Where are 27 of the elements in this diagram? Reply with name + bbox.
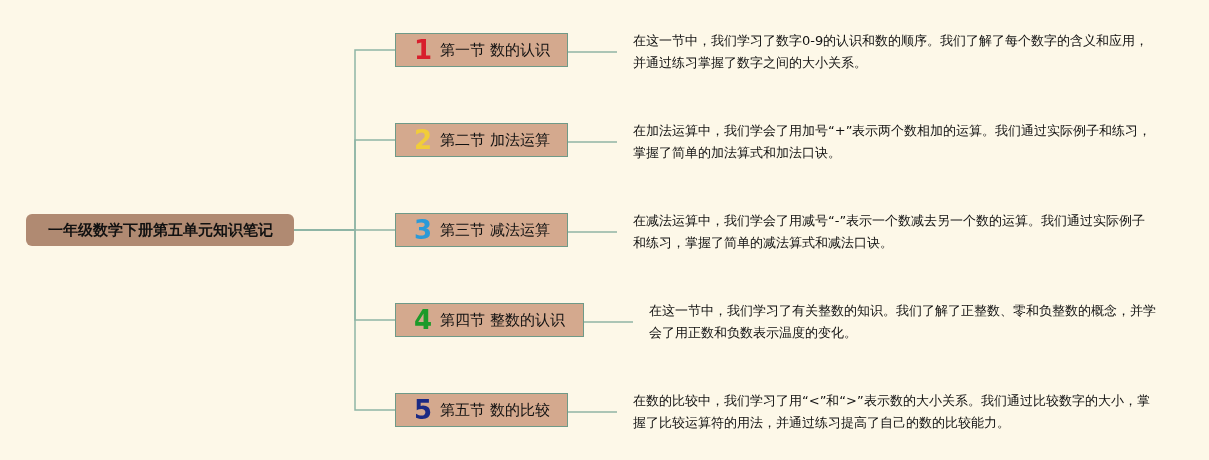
section-box: [395, 123, 568, 157]
connector-line: [567, 51, 618, 53]
section-title: 第四节 整数的认识: [440, 310, 565, 330]
note-text: 在减法运算中，我们学会了用减号“-”表示一个数减去另一个数的运算。我们通过实际例子和练习，掌握了简单的减法算式和减法口诀。: [633, 210, 1153, 254]
section-box: [395, 393, 568, 427]
section-title: 第一节 数的认识: [440, 40, 550, 60]
note-text: 在加法运算中，我们学会了用加号“+”表示两个数相加的运算。我们通过实际例子和练习，掌握了简单的加法算式和加法口诀。: [633, 120, 1153, 164]
section-title: 第三节 减法运算: [440, 220, 550, 240]
connector-line: [583, 321, 634, 323]
section-number: 2: [414, 127, 433, 153]
section-title: 第五节 数的比较: [440, 400, 550, 420]
note-text: 在数的比较中，我们学习了用“<”和“>”表示数的大小关系。我们通过比较数字的大小，掌握了比较运算符的用法，并通过练习提高了自己的数的比较能力。: [633, 390, 1153, 434]
connector-line: [293, 229, 396, 411]
section-box: [395, 33, 568, 67]
section-title: 第二节 加法运算: [440, 130, 550, 150]
section-box: [395, 213, 568, 247]
connector-line: [567, 411, 618, 413]
note-text: 在这一节中，我们学习了数字0-9的认识和数的顺序。我们了解了每个数字的含义和应用，并通过练习掌握了数字之间的大小关系。: [633, 30, 1153, 74]
section-box: [395, 303, 584, 337]
topic-box: 一年级数学下册第五单元知识笔记: [26, 214, 294, 246]
connector-line: [567, 141, 618, 143]
section-number: 5: [414, 397, 433, 423]
note-text: 在这一节中，我们学习了有关整数的知识。我们了解了正整数、零和负整数的概念，并学会了用正数和负数表示温度的变化。: [649, 300, 1159, 344]
section-number: 4: [414, 307, 433, 333]
connector-line: [567, 231, 618, 233]
section-number: 1: [414, 37, 433, 63]
section-number: 3: [414, 217, 433, 243]
